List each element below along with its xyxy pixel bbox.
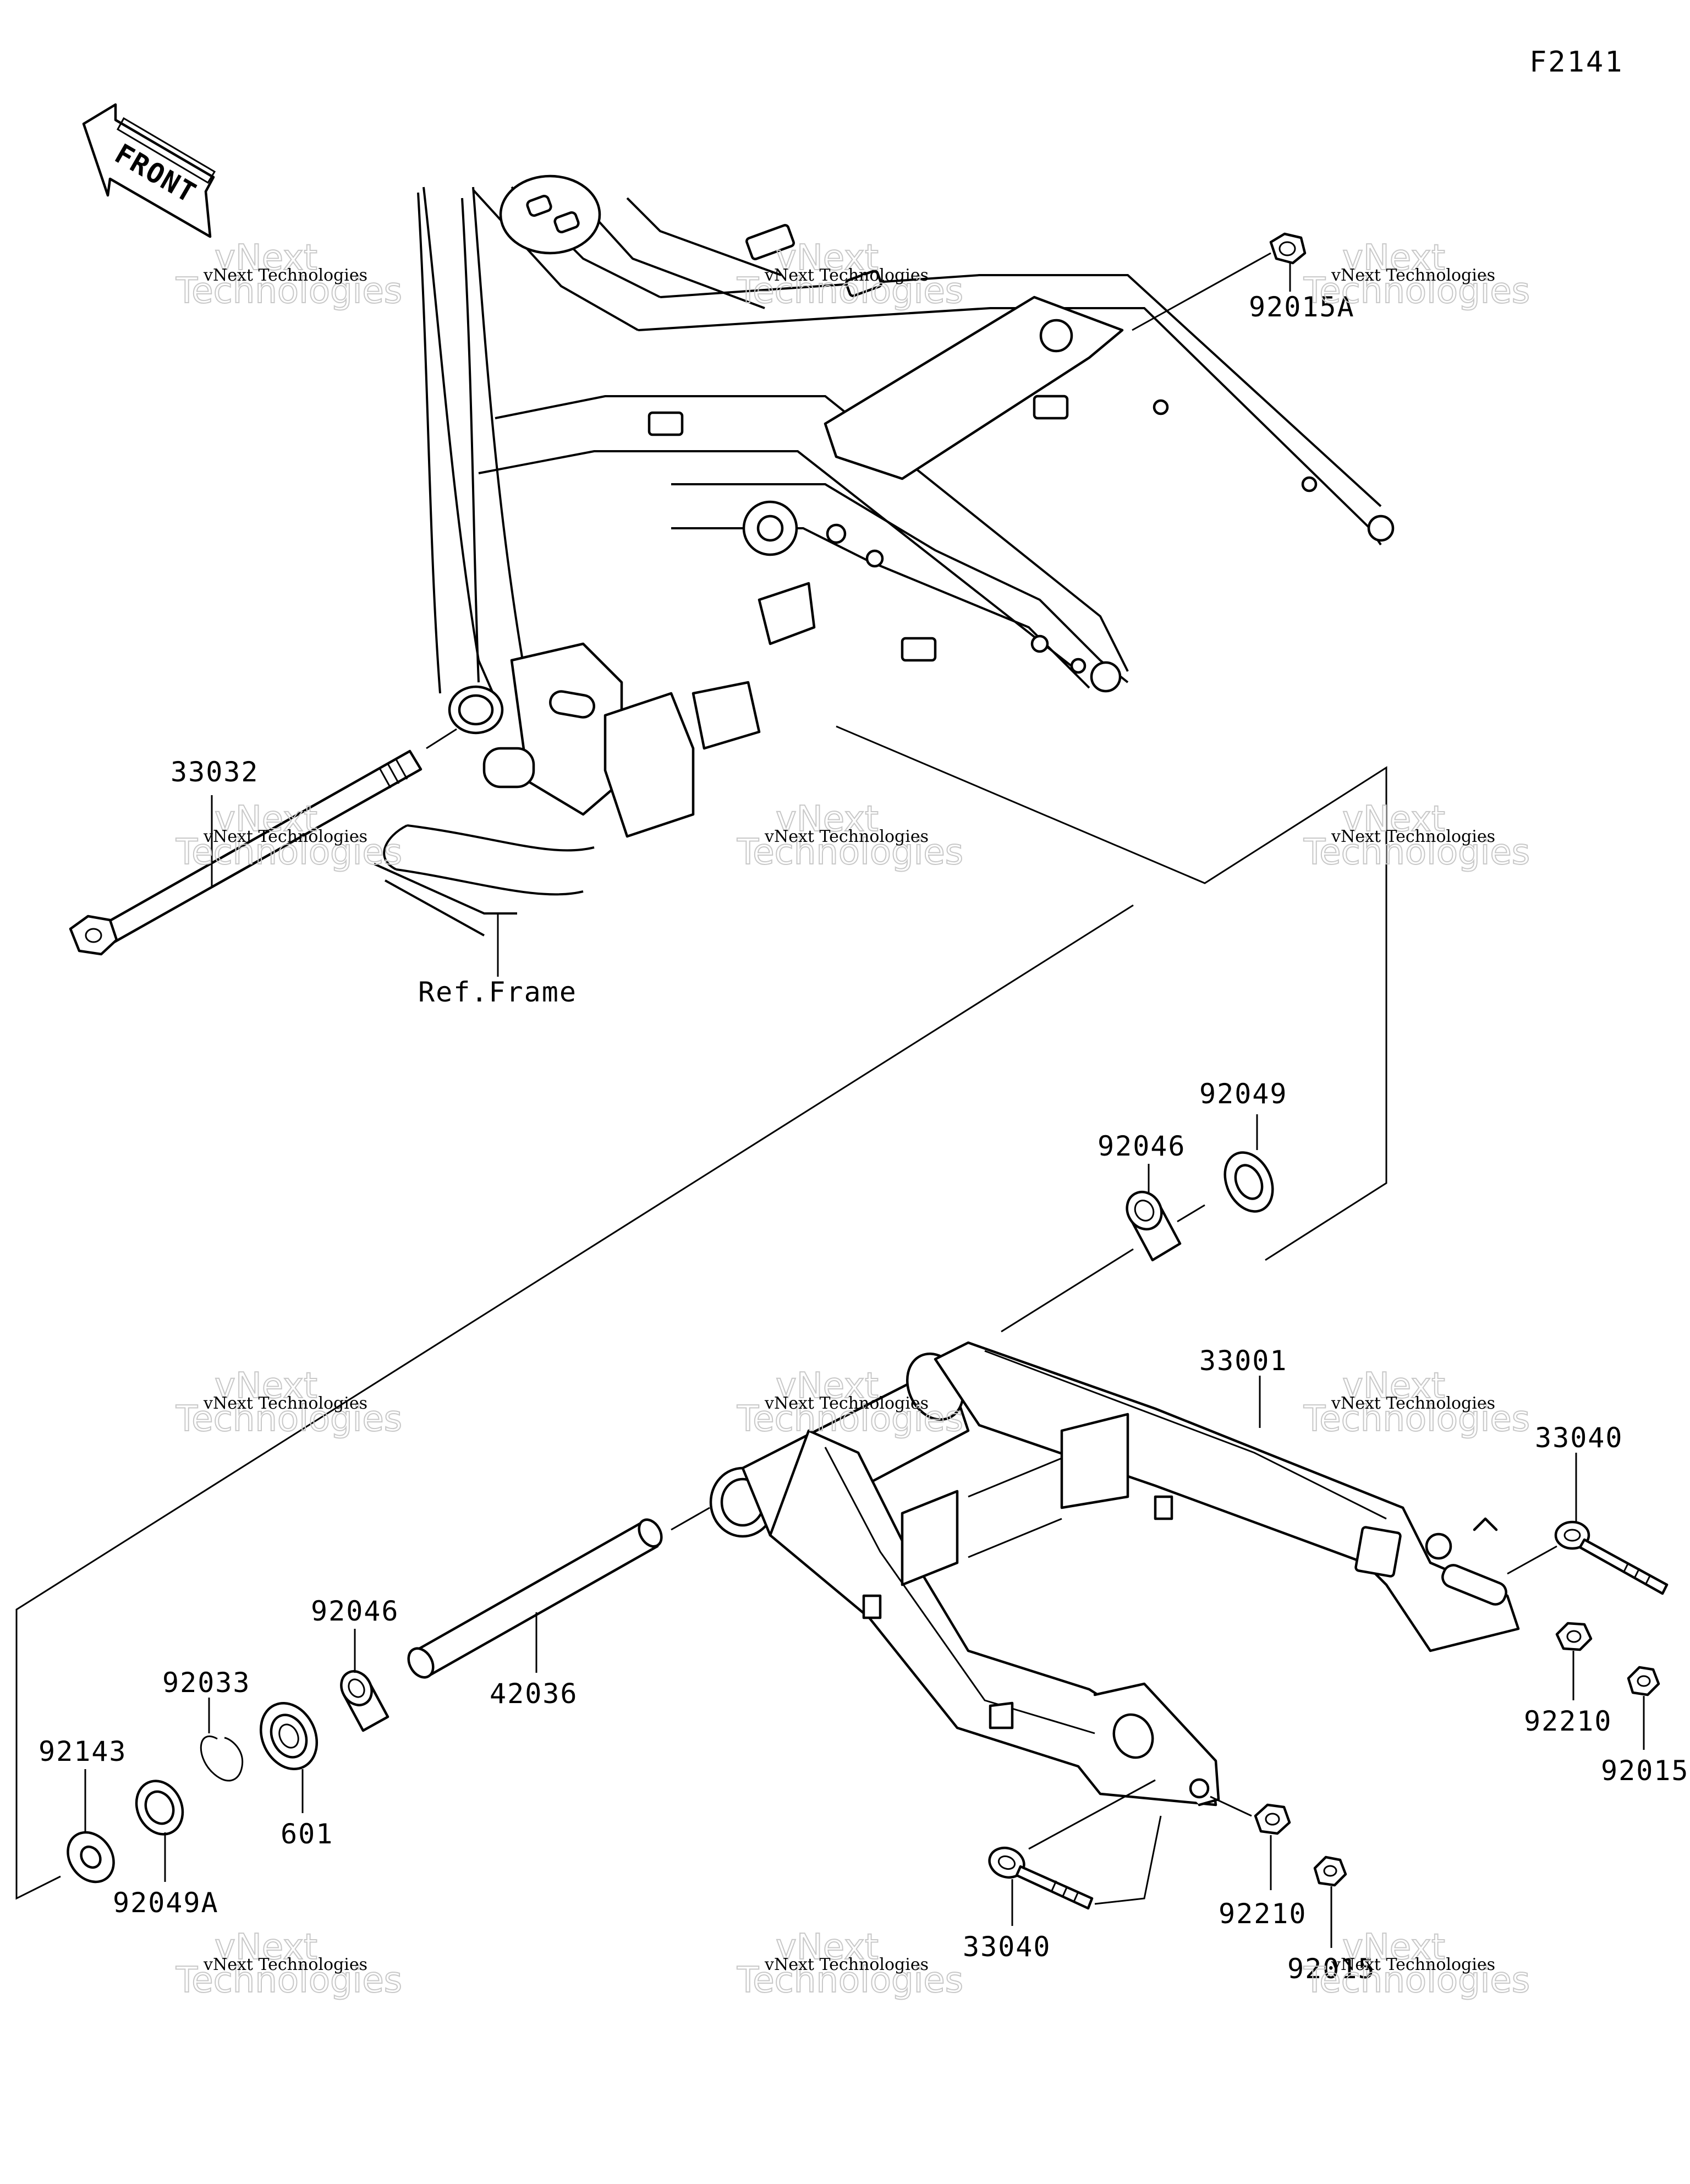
svg-text:Technologies: Technologies: [175, 832, 402, 873]
svg-text:Technologies: Technologies: [1303, 1960, 1530, 2001]
svg-text:vNext: vNext: [776, 1366, 879, 1406]
svg-text:vNext: vNext: [776, 799, 879, 840]
svg-text:Technologies: Technologies: [737, 271, 963, 311]
ref-frame-label: Ref.Frame: [418, 976, 577, 1008]
part-label: 92015: [1287, 1953, 1376, 1985]
watermark-2: Technologies vNext vNext Technologies: [736, 237, 964, 312]
part-label: 33001: [1199, 1345, 1288, 1377]
part-label: 92046: [311, 1595, 399, 1627]
part-92210-nut-lower-icon: [1210, 1796, 1291, 1890]
part-92033-circlip-icon: [200, 1698, 244, 1782]
svg-text:Technologies: Technologies: [1303, 1399, 1530, 1439]
svg-text:vNext: vNext: [215, 799, 317, 840]
svg-text:vNext Technologies: vNext Technologies: [203, 1394, 367, 1413]
part-label: 33040: [1535, 1422, 1623, 1454]
svg-text:vNext Technologies: vNext Technologies: [764, 266, 929, 285]
part-92046-bearing-lower-icon: [340, 1629, 389, 1732]
watermark-1: Technologies vNext vNext Technologies: [175, 237, 403, 312]
part-92015a-nut-icon: [1132, 232, 1307, 331]
svg-text:vNext Technologies: vNext Technologies: [203, 827, 367, 846]
part-label: 92143: [39, 1736, 127, 1767]
part-label: 92015: [1601, 1755, 1689, 1787]
part-label: 33032: [171, 756, 259, 788]
part-label: 92033: [162, 1667, 251, 1699]
watermark-7: Technologies vNext vNext Technologies: [175, 1365, 403, 1440]
svg-text:Technologies: Technologies: [175, 1960, 402, 2001]
part-label: 601: [281, 1818, 333, 1850]
part-label: 92015A: [1249, 291, 1355, 323]
svg-text:vNext Technologies: vNext Technologies: [764, 1394, 929, 1413]
part-92015-nut-icon: [1627, 1666, 1660, 1750]
svg-text:vNext: vNext: [215, 1927, 317, 1968]
part-33032-shaft-icon: [69, 728, 457, 956]
svg-text:vNext Technologies: vNext Technologies: [203, 1955, 367, 1974]
part-label: 92049: [1199, 1078, 1288, 1110]
svg-text:Technologies: Technologies: [737, 832, 963, 873]
svg-text:Technologies: Technologies: [1303, 271, 1530, 311]
watermark-9: Technologies vNext vNext Technologies: [1303, 1365, 1530, 1440]
part-33001-swingarm-drawing: [709, 1341, 1520, 1807]
part-42036-collar-icon: [407, 1507, 710, 1679]
watermark-6: Technologies vNext vNext Technologies: [1303, 798, 1530, 873]
svg-text:vNext Technologies: vNext Technologies: [1331, 827, 1495, 846]
part-92210-nut-icon: [1555, 1622, 1593, 1700]
part-33040-adjuster-lower-icon: [988, 1779, 1162, 1926]
part-92143-collar-icon: [67, 1769, 115, 1884]
watermark-10: Technologies vNext vNext Technologies: [175, 1926, 403, 2001]
watermark-8: Technologies vNext vNext Technologies: [736, 1365, 964, 1440]
diagram-code: F2141: [1529, 46, 1624, 79]
svg-text:vNext: vNext: [776, 1927, 879, 1968]
svg-text:vNext: vNext: [1342, 1366, 1445, 1406]
svg-text:vNext Technologies: vNext Technologies: [764, 1955, 929, 1974]
svg-text:Technologies: Technologies: [737, 1399, 963, 1439]
svg-text:vNext Technologies: vNext Technologies: [764, 827, 929, 846]
svg-text:vNext: vNext: [215, 238, 317, 278]
part-label: 92046: [1098, 1130, 1186, 1162]
svg-text:vNext Technologies: vNext Technologies: [1331, 1394, 1495, 1413]
svg-text:Technologies: Technologies: [737, 1960, 963, 2001]
svg-text:vNext Technologies: vNext Technologies: [1331, 1955, 1495, 1974]
part-label: 92049A: [113, 1887, 219, 1919]
part-92049a-seal-icon: [135, 1780, 184, 1882]
watermark-3: Technologies vNext vNext Technologies: [1303, 237, 1530, 312]
watermark-11: Technologies vNext vNext Technologies: [736, 1926, 964, 2001]
frame-drawing: [374, 174, 1395, 937]
svg-text:vNext Technologies: vNext Technologies: [1331, 266, 1495, 285]
part-601-ball-bearing-icon: [259, 1702, 319, 1813]
watermark-5: Technologies vNext vNext Technologies: [736, 798, 964, 873]
part-92015-nut-lower-icon: [1313, 1855, 1347, 1948]
part-label: 92210: [1524, 1705, 1612, 1737]
svg-text:Technologies: Technologies: [175, 271, 402, 311]
svg-text:vNext Technologies: vNext Technologies: [203, 266, 367, 285]
part-label: 42036: [490, 1678, 578, 1710]
watermark-12: Technologies vNext vNext Technologies: [1303, 1926, 1530, 2001]
part-33040-adjuster-icon: [1507, 1453, 1669, 1595]
front-arrow-icon: FRONT: [82, 103, 216, 238]
svg-text:vNext: vNext: [215, 1366, 317, 1406]
watermark-4: Technologies vNext vNext Technologies: [175, 798, 403, 873]
part-92049-seal-icon: [1223, 1114, 1274, 1213]
svg-text:vNext: vNext: [1342, 1927, 1445, 1968]
svg-text:Technologies: Technologies: [175, 1399, 402, 1439]
part-label: 92210: [1219, 1898, 1307, 1930]
svg-text:Technologies: Technologies: [1303, 832, 1530, 873]
svg-text:vNext: vNext: [1342, 238, 1445, 278]
part-92046-bearing-icon: [1001, 1164, 1205, 1333]
svg-text:vNext: vNext: [776, 238, 879, 278]
part-label: 33040: [963, 1931, 1051, 1963]
svg-text:vNext: vNext: [1342, 799, 1445, 840]
